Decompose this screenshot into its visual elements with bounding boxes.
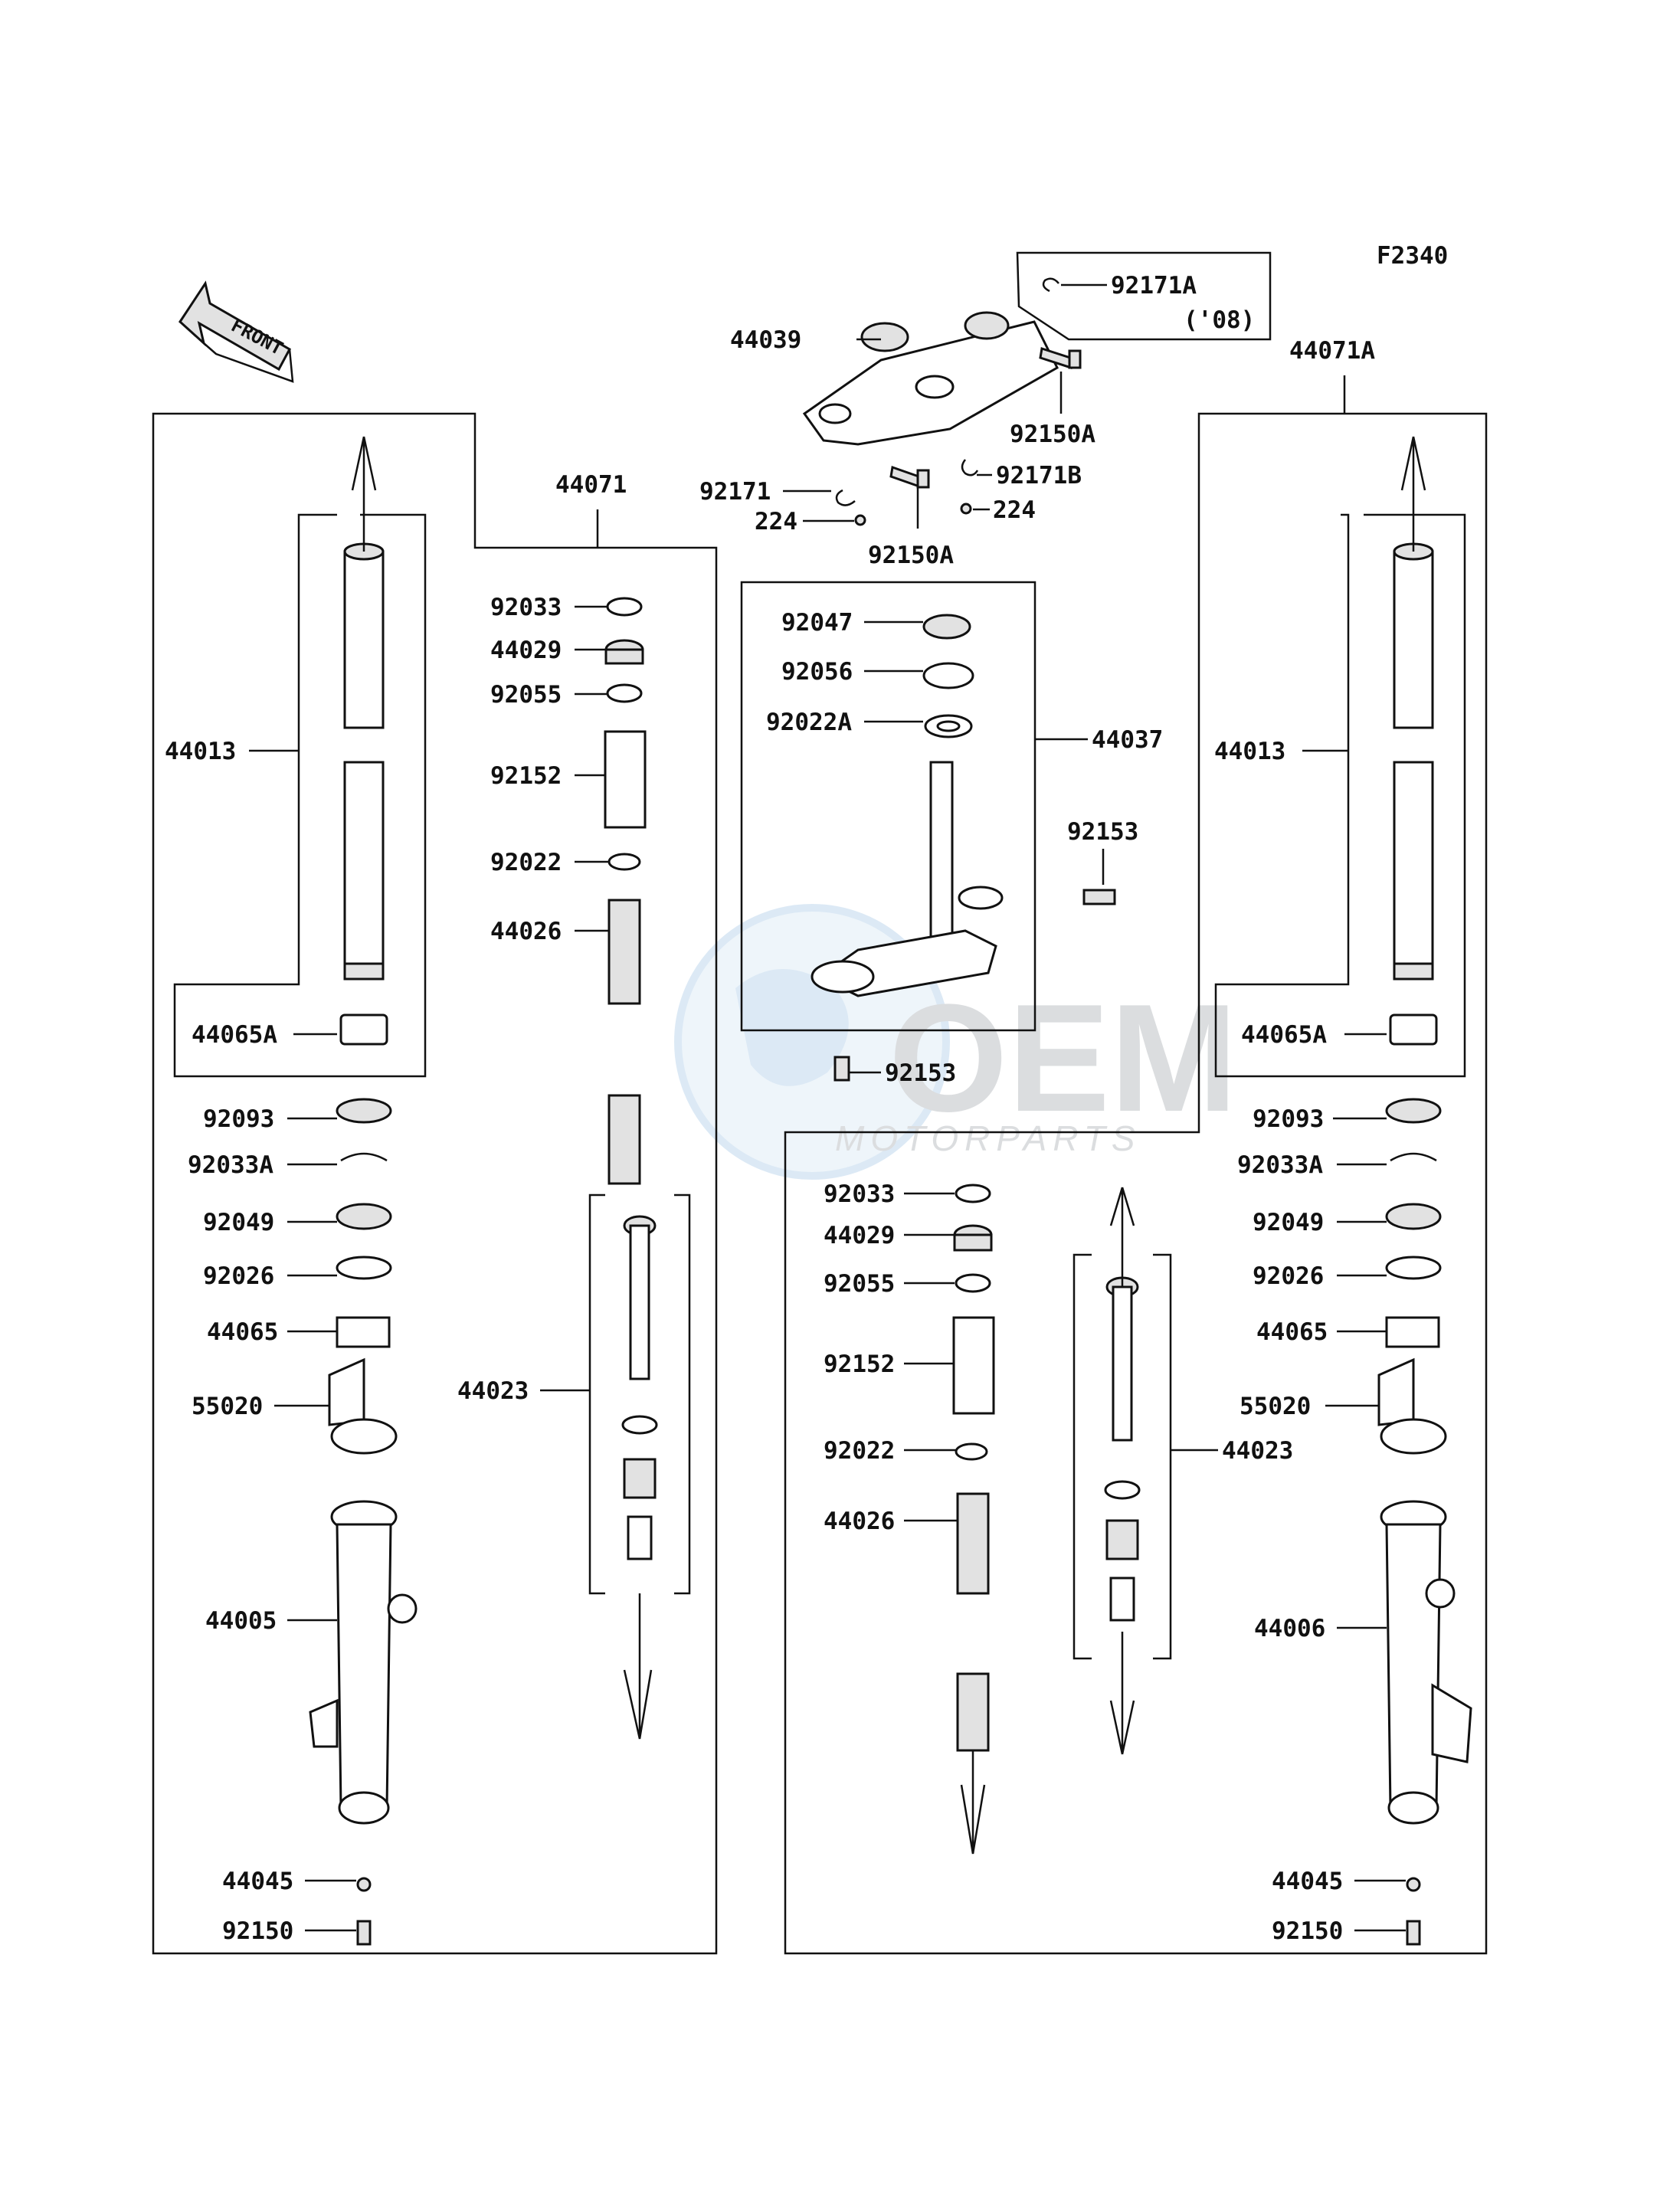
label-left-92026: 92026 — [203, 1262, 274, 1290]
right-fork-group-frame — [784, 412, 1488, 1955]
break-arrows — [351, 436, 1426, 1855]
steering-stem-part — [811, 614, 1116, 1082]
bolt-parts-top — [835, 277, 1082, 526]
label-left-92033a: 92033A — [188, 1151, 273, 1179]
label-44039: 44039 — [730, 326, 801, 354]
label-mid-44029: 44029 — [824, 1222, 895, 1249]
label-92171: 92171 — [699, 478, 771, 506]
label-92150a-1: 92150A — [1010, 421, 1095, 448]
label-right-44006: 44006 — [1254, 1615, 1325, 1642]
label-left-44045: 44045 — [222, 1868, 293, 1895]
label-right-92150: 92150 — [1272, 1917, 1343, 1945]
left-fork-group-frame — [152, 412, 718, 1955]
left-outer-tube-bracket — [173, 513, 427, 1078]
label-right-92093: 92093 — [1253, 1105, 1324, 1133]
right-cartridge-bracket — [1073, 1253, 1172, 1660]
label-mid-92152: 92152 — [824, 1351, 895, 1378]
label-right-44065a: 44065A — [1241, 1021, 1327, 1049]
label-left-92093: 92093 — [203, 1105, 274, 1133]
label-44071a: 44071A — [1289, 337, 1375, 365]
label-right-92033a: 92033A — [1237, 1151, 1323, 1179]
label-92171a: 92171A — [1111, 272, 1197, 300]
label-stem-92153-2: 92153 — [885, 1059, 956, 1087]
left-cartridge-parts — [604, 597, 658, 1560]
label-right-92049: 92049 — [1253, 1209, 1324, 1236]
label-mid-92022: 92022 — [824, 1437, 895, 1465]
label-mid-92055: 92055 — [824, 1270, 895, 1298]
label-92150a-2: 92150A — [868, 542, 954, 569]
stem-group-frame — [740, 581, 1036, 1032]
label-cart-92055: 92055 — [490, 681, 562, 709]
label-stem-92022a: 92022A — [766, 709, 852, 736]
left-cartridge-bracket — [588, 1193, 691, 1595]
label-224-2: 224 — [993, 496, 1036, 524]
diagram-code: F2340 — [1377, 242, 1448, 270]
label-right-55020: 55020 — [1240, 1393, 1311, 1420]
label-left-44065: 44065 — [207, 1318, 278, 1346]
label-right-44065: 44065 — [1256, 1318, 1328, 1346]
watermark-sub: MOTORPARTS — [835, 1118, 1141, 1158]
label-left-92049: 92049 — [203, 1209, 274, 1236]
label-mid-44026: 44026 — [824, 1508, 895, 1535]
right-fork-parts — [1377, 542, 1472, 1946]
front-direction-arrow: FRONT — [178, 280, 294, 383]
label-cart-92022: 92022 — [490, 849, 562, 876]
label-left-44065a: 44065A — [192, 1021, 277, 1049]
label-left-44013: 44013 — [165, 738, 236, 765]
label-cart-44026: 44026 — [490, 918, 562, 945]
label-right-92026: 92026 — [1253, 1262, 1324, 1290]
watermark-brand: OEM — [889, 973, 1238, 1144]
right-cartridge-parts — [952, 1184, 1141, 1752]
label-right-44045: 44045 — [1272, 1868, 1343, 1895]
label-mid-92033: 92033 — [824, 1180, 895, 1208]
label-mid-44023: 44023 — [1222, 1437, 1293, 1465]
label-cart-92152: 92152 — [490, 762, 562, 790]
label-cart-44023: 44023 — [457, 1377, 529, 1405]
label-44071: 44071 — [555, 471, 627, 499]
label-left-92150: 92150 — [222, 1917, 293, 1945]
label-stem-92047: 92047 — [781, 609, 853, 637]
label-stem-92056: 92056 — [781, 658, 853, 686]
left-fork-parts — [309, 542, 418, 1946]
label-cart-44029: 44029 — [490, 637, 562, 664]
label-right-44013: 44013 — [1214, 738, 1285, 765]
upper-bracket-part — [802, 311, 1059, 446]
label-stem-44037: 44037 — [1092, 726, 1163, 754]
label-stem-92153-1: 92153 — [1067, 818, 1138, 846]
right-outer-tube-bracket — [1214, 513, 1466, 1078]
label-224-1: 224 — [755, 508, 797, 535]
year-note: ('08) — [1184, 306, 1255, 334]
label-left-44005: 44005 — [205, 1607, 277, 1635]
label-92171b: 92171B — [996, 462, 1082, 489]
leader-lines — [249, 283, 1406, 1932]
label-left-55020: 55020 — [192, 1393, 263, 1420]
year-note-frame — [1016, 251, 1272, 341]
label-cart-92033: 92033 — [490, 594, 562, 621]
